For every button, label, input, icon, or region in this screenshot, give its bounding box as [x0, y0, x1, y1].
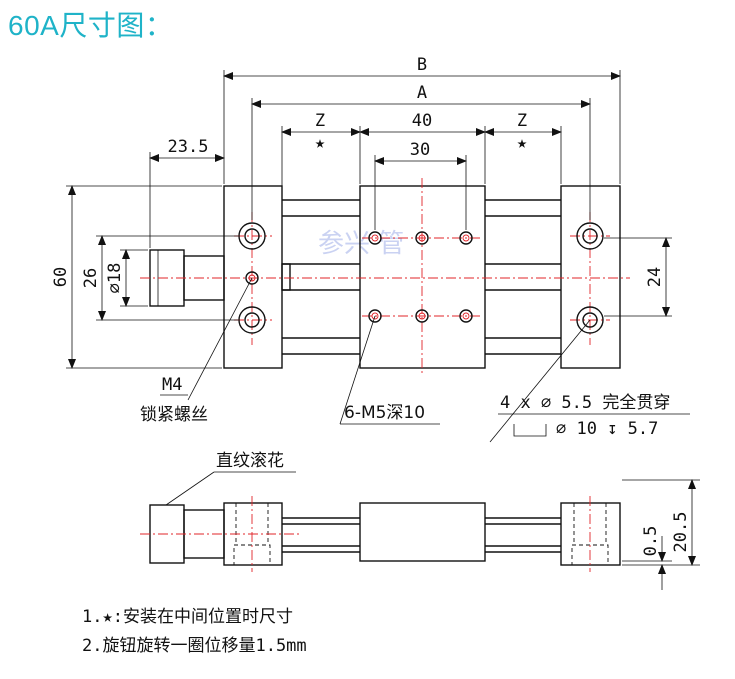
top-view: B A Z ★ 40 Z ★ 30 23.5 60 26 ∅18 24 M4 锁… — [51, 55, 690, 443]
dim-z-left: Z — [315, 111, 325, 131]
dim-b: B — [417, 55, 427, 75]
left-end-block — [223, 185, 283, 369]
dim-30: 30 — [410, 140, 430, 160]
counterbored-hole — [238, 222, 266, 250]
m5-threaded-holes — [368, 231, 473, 323]
callout-knurl: 直纹滚花 — [216, 451, 284, 471]
star-mark: ★ — [315, 133, 325, 153]
dim-26: 26 — [81, 268, 101, 288]
dim-40: 40 — [412, 111, 432, 131]
note-1: 1.★:安装在中间位置时尺寸 — [82, 607, 293, 627]
counterbored-hole — [576, 306, 604, 334]
dim-23-5: 23.5 — [168, 137, 209, 157]
note-2: 2.旋钮旋转一圈位移量1.5mm — [82, 636, 307, 656]
dim-20-5: 20.5 — [671, 512, 691, 553]
carriage-block — [359, 185, 486, 369]
carriage-side — [359, 502, 486, 562]
guide-rails — [281, 199, 561, 355]
dim-24: 24 — [645, 267, 665, 287]
counterbore-symbol — [513, 424, 547, 437]
callout-lock-screw: 锁紧螺丝 — [140, 405, 208, 425]
callout-counterbore: ∅ 10 ↧ 5.7 — [556, 419, 658, 439]
callout-m4: M4 — [162, 375, 182, 395]
right-end-block-side — [560, 502, 621, 566]
dim-60: 60 — [51, 267, 71, 287]
dim-dia-18: ∅18 — [105, 263, 125, 294]
callout-through-hole: 4 x ∅ 5.5 完全贯穿 — [500, 393, 670, 413]
dim-a: A — [417, 83, 427, 103]
callout-m5-holes: 6-M5深10 — [344, 403, 425, 423]
dim-0-5: 0.5 — [641, 526, 661, 557]
side-view: 直纹滚花 0.5 20.5 — [140, 451, 700, 590]
lock-screw-hole — [245, 271, 259, 285]
right-end-block — [560, 185, 621, 369]
counterbored-hole — [238, 306, 266, 334]
counterbored-hole — [576, 222, 604, 250]
dim-z-right: Z — [517, 111, 527, 131]
diagram-title: 60A尺寸图： — [8, 10, 174, 41]
star-mark: ★ — [517, 133, 527, 153]
watermark: 参兴 管 — [318, 229, 404, 259]
